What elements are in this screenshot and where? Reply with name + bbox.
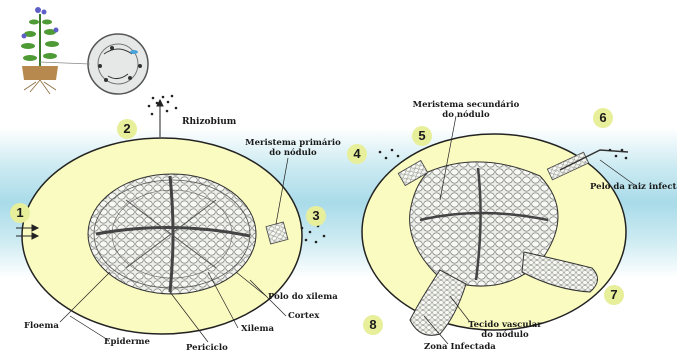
label-phloem: Floema [24,321,59,331]
step-badge-8: 8 [363,315,383,335]
label-primary-meristem-line2: do nódulo [241,148,345,158]
step-badge-3: 3 [306,206,326,226]
label-xylem-pole: Polo do xilema [268,292,338,302]
nodule-cross-section [362,134,628,335]
label-secondary-meristem: Meristema secundário do nódulo [400,100,532,120]
root-cross-section [22,138,302,334]
label-secondary-meristem-line1: Meristema secundário [400,100,532,110]
label-epidermis: Epiderme [104,337,150,347]
label-primary-meristem: Meristema primário do nódulo [241,138,345,158]
label-xylem: Xilema [241,324,274,334]
label-infected-zone: Zona Infectada [424,342,496,352]
label-nodule-vascular-line1: Tecido vascular [460,320,550,330]
label-primary-meristem-line1: Meristema primário [241,138,345,148]
step-badge-7: 7 [604,285,624,305]
step-badge-2: 2 [117,119,137,139]
label-cortex: Cortex [288,311,319,321]
step-badge-4: 4 [347,144,367,164]
plant-with-roots-icon [21,7,59,94]
label-rhizobium: Rhizobium [182,117,236,127]
step-badge-1: 1 [10,203,30,223]
label-infected-root-hair: Pelo da raiz infectad [590,182,677,192]
label-nodule-vascular-tissue: Tecido vascular do nódulo [460,320,550,340]
step-badge-5: 5 [412,126,432,146]
label-pericycle: Periciclo [186,343,228,353]
label-secondary-meristem-line2: do nódulo [400,110,532,120]
label-nodule-vascular-line2: do nódulo [460,330,550,340]
step-badge-6: 6 [593,108,613,128]
